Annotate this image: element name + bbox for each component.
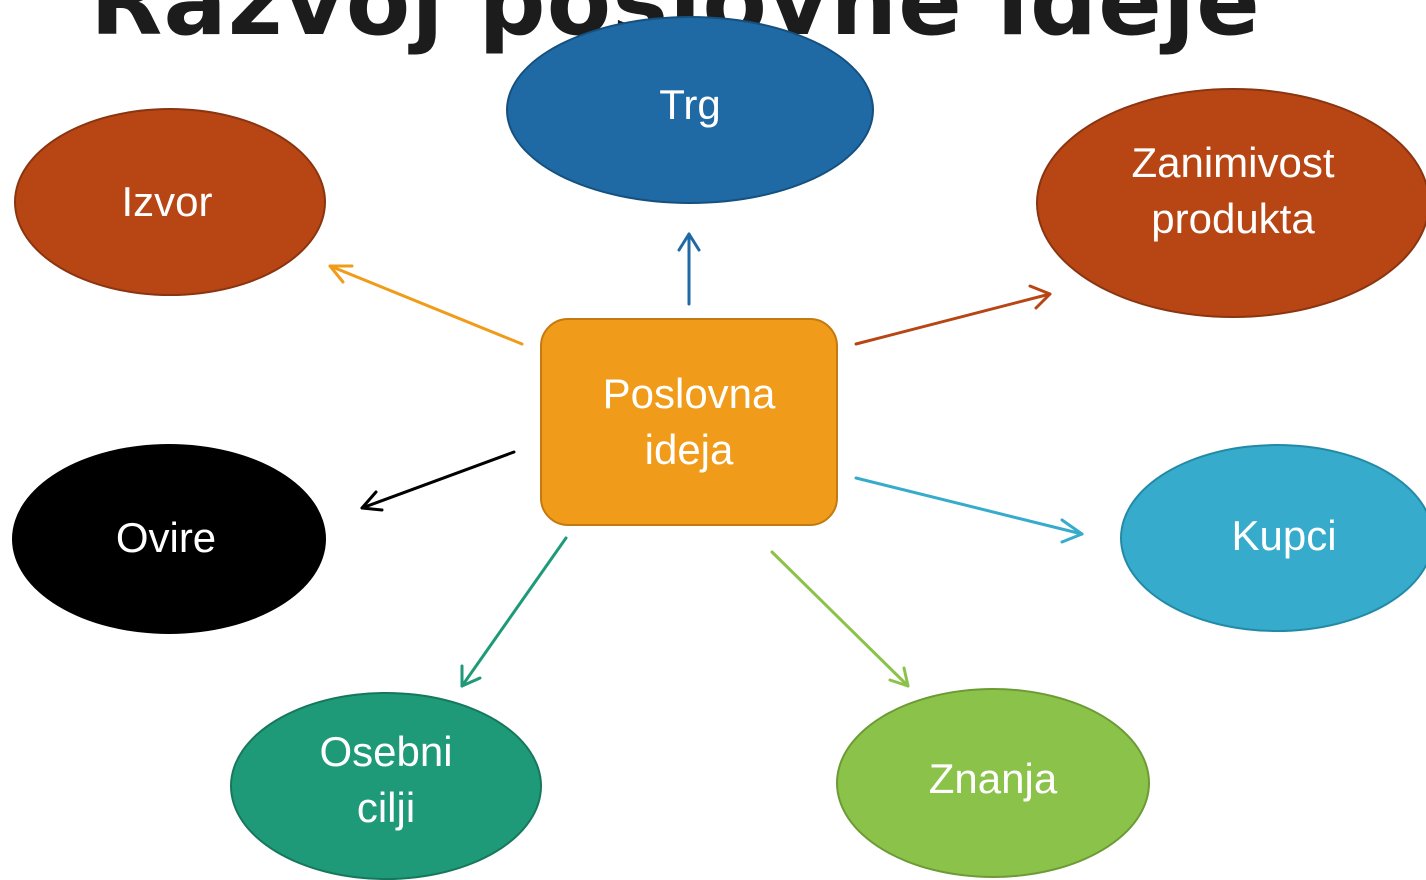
arrow-to-kupci [854,476,1084,544]
arrow-to-osebni [460,536,568,688]
node-kupci-label: Kupci [1231,512,1337,560]
node-izvor: Izvor [14,108,326,296]
node-center-line2: ideja [644,426,734,473]
arrow-to-izvor [328,264,524,346]
arrow-to-trg [677,232,701,306]
node-znanja-label: Znanja [928,755,1058,803]
node-zanimivost-line2: produkta [1151,195,1315,242]
arrow-to-znanja [770,550,910,688]
node-trg: Trg [506,16,874,204]
node-kupci: Kupci [1120,444,1426,632]
node-zanimivost-produkta: Zanimivost produkta [1036,88,1426,318]
node-osebni-cilji: Osebni cilji [230,692,542,880]
node-center-line1: Poslovna [602,370,776,418]
node-ovire: Ovire [12,444,326,634]
node-zanimivost-line1: Zanimivost [1131,139,1335,187]
arrow-to-ovire [360,450,516,512]
arrow-to-zanimivost [854,284,1052,346]
node-izvor-label: Izvor [121,178,213,226]
node-ovire-label: Ovire [115,514,217,562]
node-osebni-line2: cilji [356,784,416,831]
node-znanja: Znanja [836,688,1150,878]
node-trg-label: Trg [659,81,721,129]
node-osebni-line1: Osebni [319,728,453,776]
node-poslovna-ideja: Poslovna ideja [540,318,838,526]
